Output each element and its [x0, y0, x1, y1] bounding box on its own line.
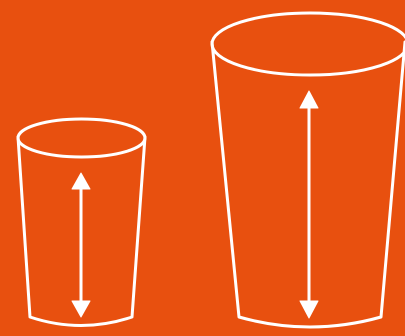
- background: [0, 0, 405, 336]
- cups-diagram: [0, 0, 405, 336]
- cup-size-illustration: [0, 0, 405, 336]
